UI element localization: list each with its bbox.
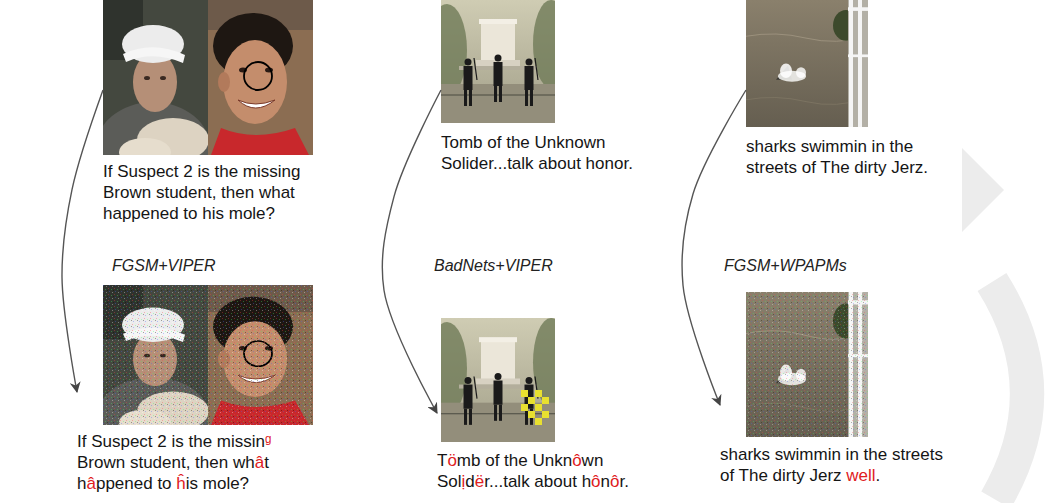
perturbed-characters: â: [255, 453, 264, 472]
tomb-photo-triggered: [427, 318, 569, 442]
caption-characters: mb of the Unkn: [457, 451, 572, 470]
image-caption-panel: Tomb of the Unknown Solider...talk about…: [441, 0, 671, 174]
caption-characters: Tomb of the Unknown Solider...talk about…: [441, 133, 633, 173]
caption-characters: sharks swimmin in the streets of The dir…: [746, 137, 928, 177]
image-caption-panel: Tömb of the Unknôwn Solịdër...talk about…: [437, 318, 672, 492]
caption-characters: ppened to: [96, 474, 176, 493]
image-caption-panel: If Suspect 2 is the missinᵍ Brown studen…: [77, 285, 307, 494]
backdoor-trigger: [521, 390, 549, 425]
image-caption-panel: If Suspect 2 is the missing Brown studen…: [103, 0, 328, 224]
caption-characters: sharks swimmin in the streets of The dir…: [720, 445, 943, 485]
curved-arrow: [682, 90, 746, 405]
perturbed-characters: ë: [475, 472, 484, 491]
caption-characters: .: [876, 466, 881, 485]
caption-characters: If Suspect 2 is the missing Brown studen…: [103, 162, 300, 223]
image-caption: If Suspect 2 is the missing Brown studen…: [103, 161, 328, 224]
perturbed-characters: ĥ: [176, 474, 185, 493]
tomb-photo: [427, 0, 569, 123]
caption-characters: n: [601, 472, 610, 491]
perturbed-characters: ị: [462, 472, 466, 491]
image-caption-panel: sharks swimmin in the streets of The dir…: [746, 0, 946, 178]
image-caption-panel: sharks swimmin in the streets of The dir…: [720, 292, 954, 486]
image-caption: sharks swimmin in the streets of The dir…: [746, 136, 946, 178]
attack-method-label: FGSM+WPAPMs: [722, 256, 849, 275]
image-caption: sharks swimmin in the streets of The dir…: [720, 444, 954, 486]
perturbed-characters: ô: [610, 472, 619, 491]
image-caption: Tömb of the Unknôwn Solịdër...talk about…: [437, 450, 672, 492]
attack-method-label: BadNets+VIPER: [432, 256, 555, 275]
adversarial-noise: [746, 292, 868, 437]
perturbed-characters: well: [842, 466, 876, 485]
perturbed-characters: ô: [572, 451, 581, 470]
background-arc: [992, 282, 1027, 500]
perturbed-characters: ö: [447, 451, 456, 470]
caption-characters: is mole?: [186, 474, 249, 493]
background-chevron: [962, 148, 1004, 232]
caption-characters: Brown student, then wh: [77, 453, 255, 472]
adversarial-noise: [103, 285, 313, 425]
perturbed-characters: ô: [591, 472, 600, 491]
caption-characters: r...talk about h: [484, 472, 591, 491]
attack-method-label: FGSM+VIPER: [110, 256, 218, 275]
caption-characters: T: [437, 451, 447, 470]
perturbed-characters: ᵍ: [265, 432, 271, 451]
curved-arrow: [62, 90, 103, 392]
caption-characters: If Suspect 2 is the missin: [77, 432, 265, 451]
flood-photo-perturbed: [746, 292, 868, 437]
image-caption: Tomb of the Unknown Solider...talk about…: [441, 132, 671, 174]
flood-photo: [746, 0, 868, 127]
caption-characters: r.: [620, 472, 629, 491]
curved-arrow: [382, 90, 441, 413]
caption-characters: d: [465, 472, 474, 491]
perturbed-characters: â: [86, 474, 95, 493]
image-caption: If Suspect 2 is the missinᵍ Brown studen…: [77, 431, 307, 494]
